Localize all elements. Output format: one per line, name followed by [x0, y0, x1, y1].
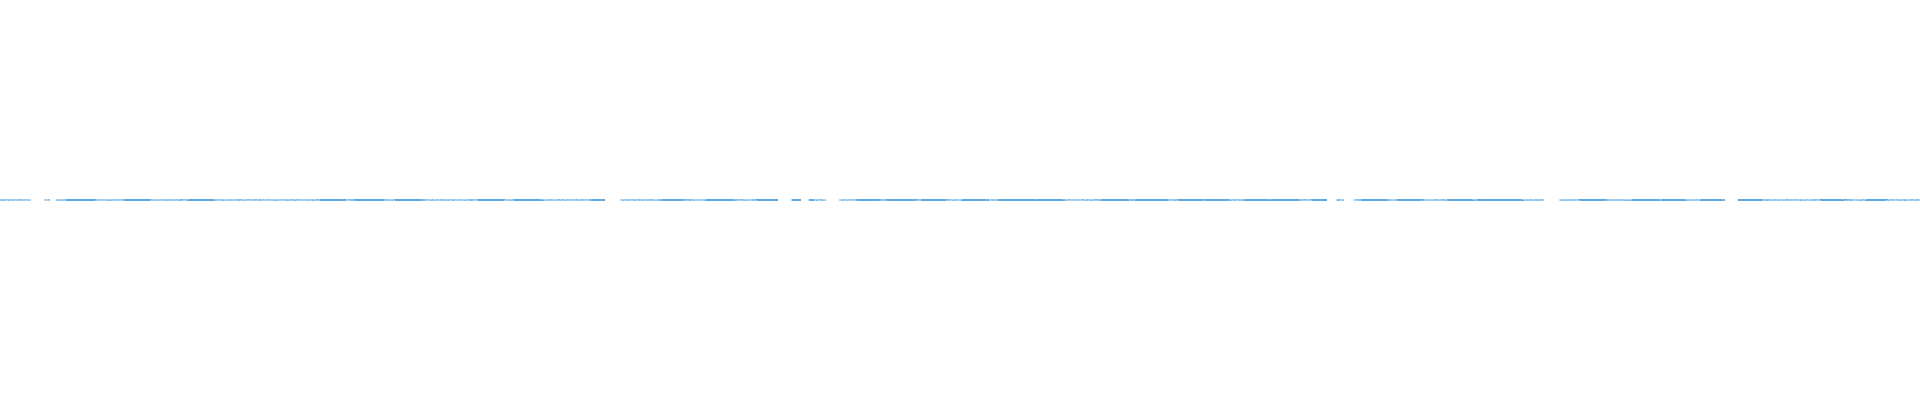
waveform-silence-gaps	[30, 197, 1738, 203]
waveform-path	[0, 199, 1920, 201]
silence-gap	[1344, 197, 1354, 203]
silence-gap	[49, 197, 56, 203]
silence-gap	[1543, 197, 1560, 203]
silence-gap	[604, 197, 621, 203]
silence-gap	[825, 197, 839, 203]
silence-gap	[800, 197, 809, 203]
silence-gap	[1326, 197, 1337, 203]
silence-gap	[30, 197, 45, 203]
silence-gap	[1724, 197, 1738, 203]
waveform-samples	[0, 199, 1920, 201]
silence-gap	[777, 197, 791, 203]
